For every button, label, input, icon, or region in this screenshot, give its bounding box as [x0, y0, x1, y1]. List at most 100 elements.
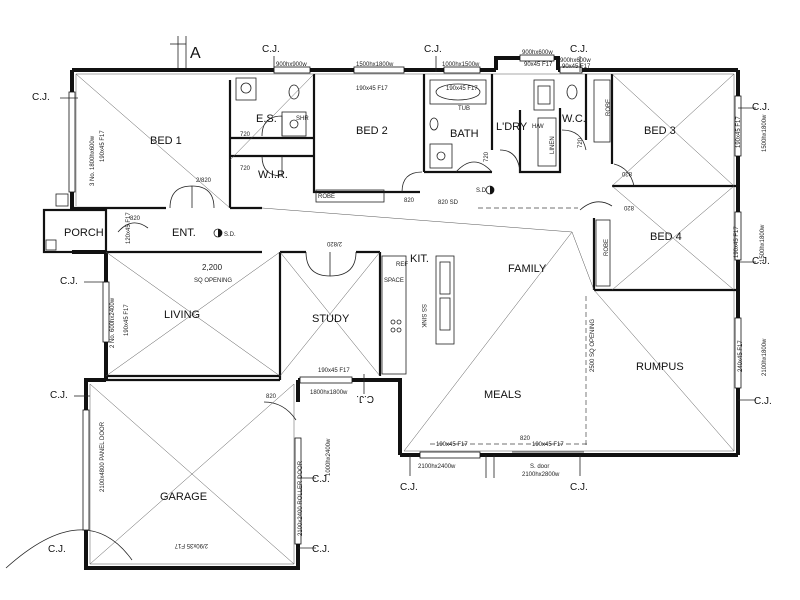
sliding-door-820-label: 820 SD — [438, 200, 459, 206]
window-spec: 1500hx1800w — [760, 224, 766, 262]
room-label-bed4: BED 4 — [650, 231, 682, 243]
lintel-spec: 190x45 F17 — [318, 368, 350, 374]
window-spec: 900hx600w — [560, 58, 591, 64]
door-label: 2/820 — [326, 240, 342, 246]
cj-label: C.J. — [356, 393, 374, 404]
cj-label: C.J. — [752, 256, 770, 267]
sq-opening-2500-label: 2500 SQ OPENING — [590, 319, 596, 372]
door-label: 720 — [240, 132, 251, 138]
cj-label: C.J. — [400, 482, 418, 493]
door-label: 820 — [520, 436, 531, 442]
porch — [42, 193, 108, 254]
shower-label: SHR — [296, 116, 309, 122]
control-joint-labels: C.J. C.J. C.J. C.J. C.J. C.J. C.J. C.J. … — [32, 44, 772, 555]
room-label-es: E.S. — [256, 113, 277, 125]
smoke-detector-label: S.D. — [224, 232, 236, 238]
roof-hip-lines — [75, 73, 735, 565]
section-marker-label: A — [190, 45, 201, 62]
lintel-spec: 190x45 F17 — [736, 116, 742, 148]
room-label-study: STUDY — [312, 313, 350, 325]
dimension-notes: ROBE ROBE ROBE LINEN SPACE REF S.D. S.D.… — [90, 50, 768, 548]
door-label: 720 — [484, 151, 490, 162]
window-spec: 1000hx2400w — [326, 438, 332, 476]
window-spec: 2100hx1800w — [762, 338, 768, 376]
robe-label: ROBE — [604, 239, 610, 256]
window-spec: 2100hx2400w — [418, 464, 456, 470]
lintel-spec: 190x45 F17 — [124, 304, 130, 336]
smoke-detectors — [213, 185, 495, 238]
lintel-spec: 190x45 F17 — [532, 442, 564, 448]
lintel-spec: 90x45 F17 — [562, 64, 591, 70]
cj-label: C.J. — [754, 396, 772, 407]
kitchen-benches — [381, 255, 455, 375]
window-spec: 2100hx2800w — [522, 472, 560, 478]
roller-door-label: 2100x2400 ROLLER DOOR — [298, 460, 304, 536]
robe-label: ROBE — [606, 99, 612, 116]
control-joint-leaders — [60, 56, 756, 549]
room-label-bed3: BED 3 — [644, 125, 676, 137]
hot-water-label: H/W — [532, 124, 544, 130]
cj-label: C.J. — [262, 44, 280, 55]
cj-label: C.J. — [570, 44, 588, 55]
cj-label: C.J. — [32, 92, 50, 103]
room-label-rumpus: RUMPUS — [636, 361, 684, 373]
window-spec: 1800hx1800w — [310, 390, 348, 396]
garage-lintel-label: 2/90x35 F17 — [174, 542, 208, 548]
room-label-wc: W.C. — [562, 113, 586, 125]
cj-label: C.J. — [50, 390, 68, 401]
windows — [68, 54, 742, 545]
door-label: 720 — [578, 137, 584, 148]
room-label-bed1: BED 1 — [150, 135, 182, 147]
cj-label: C.J. — [752, 102, 770, 113]
door-label: 820 — [130, 216, 141, 222]
window-spec: 900hx600w — [522, 50, 553, 56]
cj-label: C.J. — [48, 544, 66, 555]
tub-label: TUB — [458, 106, 470, 112]
space-label: SPACE — [384, 278, 404, 284]
ref-label: REF — [396, 262, 408, 268]
linen-label: LINEN — [550, 136, 556, 154]
room-label-ent: ENT. — [172, 227, 196, 239]
window-spec: 2 No. 600hx2400w — [110, 297, 116, 348]
door-label: 720 — [240, 166, 251, 172]
room-label-living: LIVING — [164, 309, 200, 321]
lintel-spec: 90x45 F17 — [524, 62, 553, 68]
door-label: 820 — [621, 170, 632, 176]
lintel-spec: 240x45 F17 — [738, 340, 744, 372]
cj-label: C.J. — [60, 276, 78, 287]
room-label-family: FAMILY — [508, 263, 547, 275]
window-spec: 1500hx1800w — [762, 114, 768, 152]
room-label-porch: PORCH — [64, 227, 104, 239]
robe-label: ROBE — [318, 194, 335, 200]
doors — [5, 115, 635, 569]
window-spec: 900hx900w — [276, 62, 307, 68]
sq-opening-label: SQ OPENING — [194, 278, 232, 284]
door-label: 2/820 — [196, 178, 212, 184]
cj-label: C.J. — [570, 482, 588, 493]
cj-label: C.J. — [424, 44, 442, 55]
sliding-door-label: S. door — [530, 464, 549, 470]
robes — [315, 79, 611, 287]
window-spec: 1000hx1500w — [442, 62, 480, 68]
lintel-spec: 190x45 F17 — [436, 442, 468, 448]
room-labels: BED 1 E.S. W.I.R. BED 2 BATH L'DRY W.C. … — [64, 113, 684, 503]
panel-door-label: 2100x4800 PANEL DOOR — [100, 421, 106, 492]
room-label-bath: BATH — [450, 128, 479, 140]
room-label-garage: GARAGE — [160, 491, 207, 503]
door-label: 820 — [404, 198, 415, 204]
window-spec: 3 No. 1800hx600w — [90, 135, 96, 186]
internal-walls — [72, 74, 738, 382]
smoke-detector-label: S.D. — [476, 188, 488, 194]
lintel-spec: 120x45 F17 — [126, 212, 132, 244]
lintel-spec: 190x45 F17 — [734, 226, 740, 258]
living-span-label: 2,200 — [202, 263, 223, 272]
lintel-spec: 190x45 F17 — [356, 86, 388, 92]
room-label-meals: MEALS — [484, 389, 521, 401]
room-label-bed2: BED 2 — [356, 125, 388, 137]
lintel-spec: 190x45 F17 — [446, 86, 478, 92]
lintel-spec: 190x45 F17 — [100, 130, 106, 162]
room-label-ldry: L'DRY — [496, 121, 528, 133]
door-label: 820 — [623, 204, 634, 210]
cj-label: C.J. — [312, 544, 330, 555]
